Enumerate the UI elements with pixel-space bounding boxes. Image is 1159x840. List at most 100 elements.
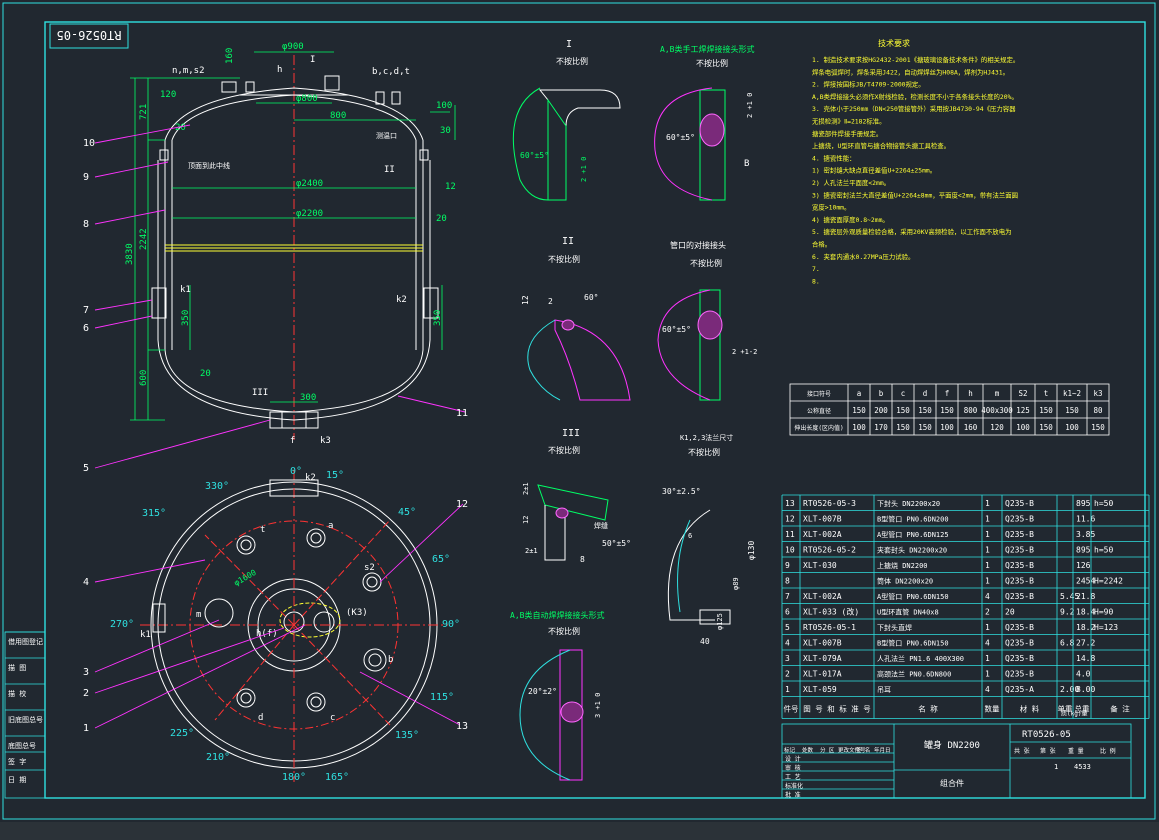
lug-right <box>423 287 439 319</box>
bom-cell: 18.2 <box>1076 623 1095 632</box>
callout-number: 13 <box>456 721 468 732</box>
bom-cell: Q235-B <box>1005 561 1034 570</box>
angle-label: 90° <box>442 619 460 630</box>
bom-cell: H=123 <box>1094 623 1118 632</box>
nozzle-label: (K3) <box>346 608 368 618</box>
nozzle-label: b <box>388 655 393 665</box>
elevation-label: k1 <box>180 285 191 295</box>
bom-cell: 9 <box>785 561 790 570</box>
inner-frame <box>44 21 1146 799</box>
bom-cell: RT0526-05-2 <box>803 546 856 555</box>
nozzle-table-cell: 150 <box>896 406 910 415</box>
detail-label: I <box>566 39 572 50</box>
bom-cell: 27.2 <box>1076 639 1095 648</box>
detail-label: φ130 <box>747 541 756 560</box>
bom-cell: 7 <box>785 592 790 601</box>
bom-cell: RT0526-05-1 <box>803 623 856 632</box>
nozzle-table-cell: 100 <box>1016 423 1030 432</box>
bom-cell: A型管口 PN0.6DN150 <box>877 592 949 601</box>
callout-number: 1 <box>83 723 89 734</box>
bom-header: 图 号 和 标 准 号 <box>803 704 871 714</box>
bom-cell: Q235-B <box>1005 499 1034 508</box>
bom-cell: 1 <box>985 499 990 508</box>
elevation-label: 20 <box>200 369 211 379</box>
title-role: 工 艺 <box>785 773 801 781</box>
bom-header: 备 注 <box>1110 704 1130 714</box>
notes-line: 宽度>10mm。 <box>812 203 850 212</box>
angle-label: 65° <box>432 554 450 565</box>
bom-cell: XLT-030 <box>803 561 837 570</box>
nozzle-label: d <box>258 713 263 723</box>
nozzle-table-cell: 150 <box>940 406 954 415</box>
detail-label: 60° <box>584 293 598 302</box>
bom-cell: 2.00 <box>1060 685 1079 694</box>
notes-line: A,B类焊接接头必须作X射线检验，检测长度不小于各条接头长度的20%。 <box>812 92 1018 101</box>
elevation-label: 测温口 <box>376 131 397 140</box>
title-sub: 组合件 <box>940 778 964 788</box>
elevation-label: 20 <box>175 123 186 133</box>
detail-label: 不按比例 <box>548 445 580 455</box>
elevation-dimensions <box>130 51 456 421</box>
bom-cell: 2 <box>985 608 990 617</box>
nozzle-table-cell: 150 <box>1065 406 1079 415</box>
callout-number: 11 <box>456 408 468 419</box>
jacket-nozzle-right <box>419 149 429 161</box>
bom-cell: 1 <box>985 623 990 632</box>
jacket-nozzle-left <box>159 149 169 161</box>
nozzle-label: s2 <box>364 563 375 573</box>
elevation-label: 12 <box>445 182 456 192</box>
detail-label: 不按比例 <box>548 626 580 636</box>
bom-header: 总重 <box>1075 704 1091 714</box>
notes-line: 7. <box>812 265 820 273</box>
nozzle-table-cell: k1~2 <box>1063 389 1081 398</box>
notes-line: 合格。 <box>812 240 831 249</box>
nozzle-table-cell: 150 <box>852 406 866 415</box>
bom-cell: 8.00 <box>1076 685 1095 694</box>
detail-I-hatch <box>547 98 567 201</box>
bom-cell: 2454 <box>1076 577 1095 586</box>
bom-cell: XLT-017A <box>803 670 842 679</box>
bom-cell: XLT-007B <box>803 515 842 524</box>
notes-line: 8. <box>812 277 820 285</box>
notes-title: 技术要求 <box>878 38 910 48</box>
detail-label: 60°±5° <box>666 133 695 142</box>
title-sign-cell: 签 名 <box>856 746 870 754</box>
angle-label: 15° <box>326 470 344 481</box>
detail-label: 60°±5° <box>662 325 691 334</box>
bom-cell: 2 <box>785 670 790 679</box>
notes-line: 4) 搪瓷面厚度0.8~2mm。 <box>812 215 889 224</box>
vessel-elevation <box>151 55 439 440</box>
detail-label: 50°±5° <box>602 539 631 548</box>
notes-line: 5. 搪瓷层外观质量检验合格，采用20KV高频检验，以工作面不放电为 <box>812 227 1011 236</box>
elevation-label: k3 <box>320 436 331 446</box>
notes-line: 上搪烧，U型环直管与搪合物接管头搪工具检查。 <box>812 141 950 150</box>
angle-label: 330° <box>205 481 229 492</box>
elevation-label: f <box>290 436 295 446</box>
detail-label: 管口的对接接头 <box>670 240 726 250</box>
nozzle-table-cell: 公称直径 <box>807 407 831 415</box>
left-strip-item: 借用图登记 <box>8 637 43 646</box>
elevation-label: 100 <box>436 101 452 111</box>
left-strip-item: 描 图 <box>8 663 26 672</box>
bom-cell: 21.8 <box>1076 592 1095 601</box>
bom-cell: Q235-B <box>1005 654 1034 663</box>
nozzle-table-cell: c <box>901 389 906 398</box>
bom-cell: 4 <box>785 639 790 648</box>
title-scale: 1 <box>1054 763 1058 771</box>
bom-header: 单重 <box>1058 704 1074 714</box>
top-nozzle-4 <box>391 91 401 105</box>
detail-label: φ89 <box>732 577 740 590</box>
bom-cell: 4.0 <box>1076 670 1091 679</box>
title-role: 标准化 <box>785 782 803 790</box>
bom-header: 名 称 <box>918 704 938 714</box>
elevation-label: 2242 <box>139 228 149 250</box>
bom-cell: B型管口 PN0.6DN200 <box>877 515 949 524</box>
bom-cell: 3.85 <box>1076 530 1095 539</box>
callout-number: 8 <box>83 219 89 230</box>
detail-label: 60°±5° <box>520 151 549 160</box>
nozzle-table-cell: 150 <box>1039 423 1053 432</box>
